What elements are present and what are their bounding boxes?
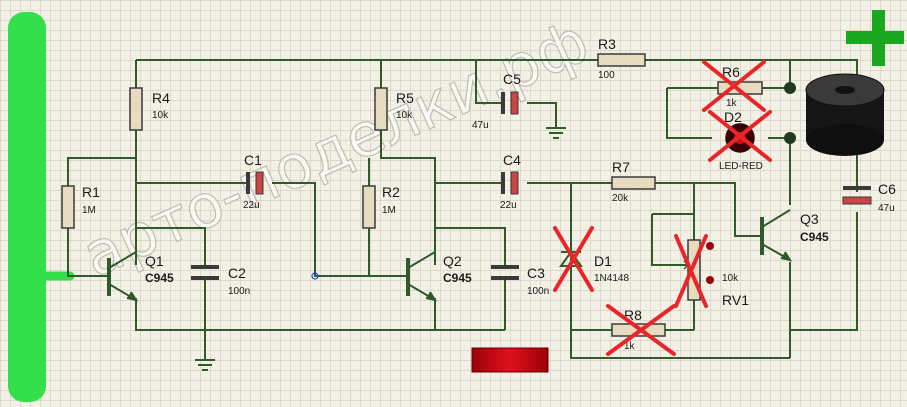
d2-ref: D2	[724, 109, 742, 125]
r2-ref: R2	[382, 184, 400, 200]
transistor-q3	[760, 209, 793, 262]
resistor-r4: R4 10k	[129, 87, 170, 131]
r6-removed-cross	[702, 60, 766, 112]
rv1-removed-cross	[674, 234, 708, 308]
rv1-ref: RV1	[722, 292, 749, 308]
c4-value: 22u	[500, 200, 517, 211]
resistor-r1: R1 1M	[61, 184, 100, 229]
r4-ref: R4	[152, 90, 170, 106]
c6-ref: C6	[878, 181, 896, 197]
r5-ref: R5	[396, 90, 414, 106]
c3-value: 100n	[527, 286, 549, 297]
watermark: арто-поделки.рф	[73, 6, 599, 291]
resistor-r8: R8 1k	[606, 304, 676, 356]
q2-type: C945	[443, 271, 472, 285]
red-indicator-bar	[471, 347, 549, 373]
capacitor-c1: C1 22u	[243, 152, 264, 211]
q3-type: C945	[800, 230, 829, 244]
diode-d1: D1 1N4148	[553, 226, 629, 292]
d1-type: 1N4148	[594, 273, 629, 284]
c4-ref: C4	[503, 152, 521, 168]
resistor-r2: R2 1M	[362, 184, 400, 229]
transistor-q2	[406, 251, 438, 302]
q1-type: C945	[145, 271, 174, 285]
c1-value: 22u	[243, 200, 260, 211]
c5-value: 47u	[472, 120, 489, 131]
r6-ref: R6	[722, 64, 740, 80]
c3-ref: C3	[527, 265, 545, 281]
r8-removed-cross	[606, 304, 676, 356]
r4-value: 10k	[152, 110, 169, 121]
c1-ref: C1	[244, 152, 262, 168]
transistor-q1	[107, 251, 139, 302]
plus-sign	[846, 10, 904, 66]
capacitor-c6: C6 47u	[842, 181, 896, 214]
resistor-r7: R7 20k	[611, 159, 656, 204]
r1-value: 1M	[82, 205, 96, 216]
led-d2: D2 LED-RED	[708, 109, 772, 172]
c6-value: 47u	[878, 203, 895, 214]
q2-ref: Q2	[443, 253, 462, 269]
resistor-r3: R3 100	[597, 36, 646, 81]
junction-dots	[706, 82, 796, 284]
c2-value: 100n	[228, 286, 250, 297]
ground-symbol	[195, 359, 215, 371]
c5-ref: C5	[503, 71, 521, 87]
capacitor-c3: C3 100n	[491, 265, 549, 297]
capacitor-c5: C5 47u	[472, 71, 521, 131]
buzzer	[805, 73, 885, 156]
r6-value: 1k	[726, 98, 738, 109]
r7-ref: R7	[612, 159, 630, 175]
r3-value: 100	[598, 70, 615, 81]
ground-symbol	[546, 127, 566, 139]
rv1-value: 10k	[722, 273, 739, 284]
q3-ref: Q3	[800, 211, 819, 227]
d1-ref: D1	[594, 253, 612, 269]
resistor-r5: R5 10k	[374, 87, 414, 131]
r5-value: 10k	[396, 110, 413, 121]
capacitor-c4: C4 22u	[500, 152, 521, 211]
r1-ref: R1	[82, 184, 100, 200]
r2-value: 1M	[382, 205, 396, 216]
d2-type: LED-RED	[719, 161, 763, 172]
resistor-r6: R6 1k	[702, 60, 766, 112]
r7-value: 20k	[612, 193, 629, 204]
probe-marker	[311, 272, 319, 280]
d2-removed-cross	[708, 110, 772, 162]
r8-value: 1k	[624, 341, 636, 352]
r3-ref: R3	[598, 36, 616, 52]
capacitor-c2: C2 100n	[191, 265, 250, 297]
d1-removed-cross	[553, 226, 594, 292]
c2-ref: C2	[228, 265, 246, 281]
potentiometer-rv1: 10k RV1	[674, 234, 749, 308]
ground-rail	[8, 12, 46, 402]
q1-ref: Q1	[145, 253, 164, 269]
